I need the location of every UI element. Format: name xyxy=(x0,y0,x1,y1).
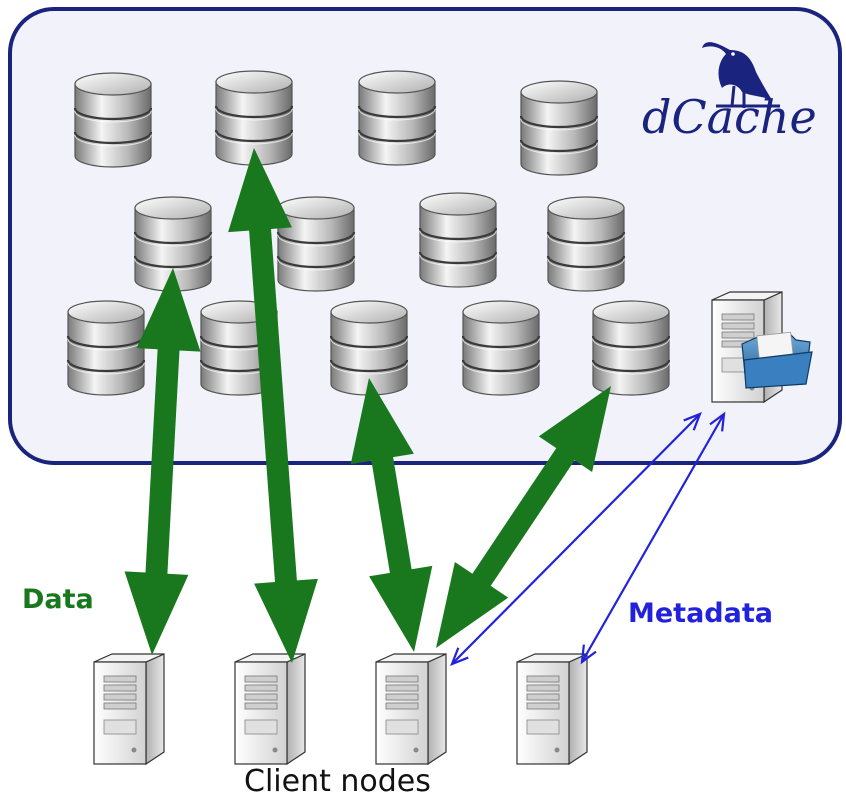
database-cylinder-icon xyxy=(519,80,599,176)
storage-pools xyxy=(66,70,671,396)
metadata-server xyxy=(711,291,813,404)
server-tower-icon xyxy=(234,653,306,766)
metadata-label: Metadata xyxy=(628,598,773,629)
metadata-arrow xyxy=(580,411,726,665)
database-cylinder-icon xyxy=(214,70,294,166)
database-cylinder-icon xyxy=(418,192,498,288)
data-arrow xyxy=(350,378,433,652)
client-nodes xyxy=(93,653,588,766)
transfer-arrows xyxy=(124,148,726,666)
data-arrow xyxy=(124,268,201,655)
database-cylinder-icon xyxy=(329,300,409,396)
folder-icon xyxy=(741,331,813,389)
server-tower-icon xyxy=(516,653,588,766)
metadata-arrow xyxy=(450,412,702,666)
database-cylinder-icon xyxy=(461,300,541,396)
data-arrow xyxy=(228,148,318,663)
dcache-logo-text: dCache xyxy=(642,90,817,144)
database-cylinder-icon xyxy=(66,300,146,396)
database-cylinder-icon xyxy=(591,300,671,396)
client-nodes-label: Client nodes xyxy=(244,764,431,799)
database-cylinder-icon xyxy=(73,72,153,168)
database-cylinder-icon xyxy=(546,196,626,292)
database-cylinder-icon xyxy=(357,70,437,166)
database-cylinder-icon xyxy=(276,196,356,292)
database-cylinder-icon xyxy=(133,196,213,292)
raven-bird-icon xyxy=(702,42,780,108)
data-arrow xyxy=(436,386,611,648)
server-tower-icon xyxy=(93,653,165,766)
data-label: Data xyxy=(22,584,94,615)
server-tower-icon xyxy=(375,653,447,766)
